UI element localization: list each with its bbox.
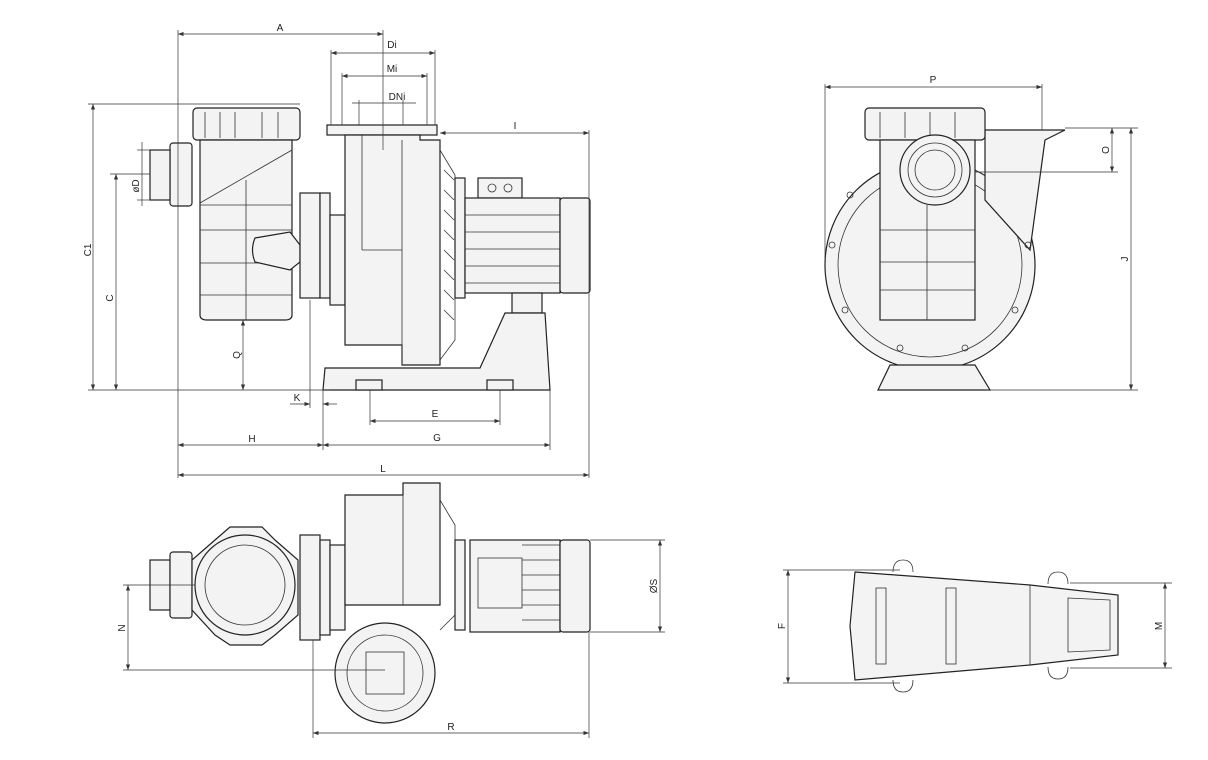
dim-label-N: N: [117, 624, 128, 631]
dim-label-Mi: Mi: [387, 64, 398, 75]
front-view: A Di Mi DNi I C1 C øD Q K E H G: [83, 23, 591, 478]
dim-label-DNi: DNi: [389, 92, 406, 103]
dim-label-O: O: [1101, 146, 1112, 154]
dim-label-K: K: [294, 393, 301, 404]
dim-label-Q: Q: [232, 351, 243, 359]
dim-label-J: J: [1120, 257, 1131, 262]
dim-label-C: C: [105, 294, 116, 301]
dim-label-H: H: [248, 434, 255, 445]
base-drawing: [849, 559, 1119, 693]
top-view: ØS N R: [117, 482, 665, 738]
dim-label-F: F: [777, 623, 788, 629]
dim-label-L: L: [380, 464, 386, 475]
side-view: P O J: [824, 75, 1138, 391]
pump-side-drawing: [824, 107, 1066, 391]
pump-top-drawing: [149, 482, 591, 724]
dim-label-G: G: [433, 433, 441, 444]
dim-label-R: R: [447, 722, 454, 733]
dim-label-C1: C1: [83, 243, 94, 256]
dim-label-A: A: [277, 23, 284, 34]
pump-front-drawing: [149, 107, 591, 391]
dim-label-D: øD: [131, 179, 142, 192]
dim-label-E: E: [432, 409, 439, 420]
base-view: F M: [777, 559, 1172, 693]
dim-label-P: P: [930, 75, 937, 86]
dim-label-S: ØS: [649, 578, 660, 593]
dim-label-I: I: [514, 121, 517, 132]
dim-label-M: M: [1154, 622, 1165, 630]
dim-label-Di: Di: [387, 40, 396, 51]
